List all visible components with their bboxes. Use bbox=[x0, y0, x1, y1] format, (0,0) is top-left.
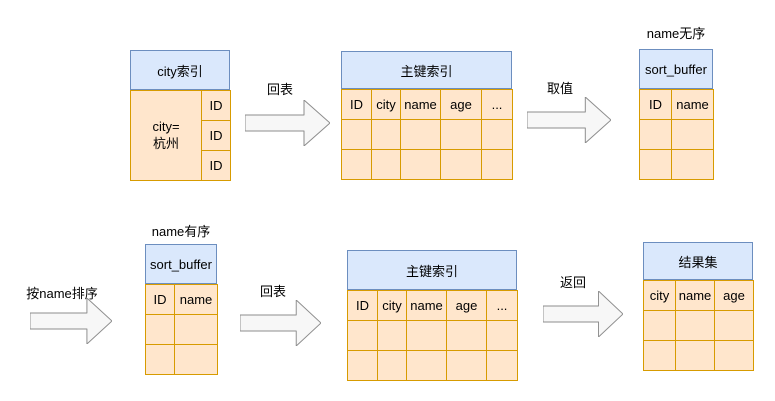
empty-cell bbox=[714, 340, 754, 371]
primary-index-title-bottom: 主键索引 bbox=[347, 250, 517, 290]
empty-cell bbox=[371, 119, 401, 150]
empty-cell bbox=[446, 320, 487, 351]
empty-cell bbox=[643, 340, 676, 371]
sort-buffer-table-bottom: sort_buffer ID name bbox=[145, 244, 218, 375]
empty-cell bbox=[406, 320, 447, 351]
column-header-cell: name bbox=[671, 89, 714, 120]
empty-cell bbox=[400, 119, 441, 150]
city-index-table: city索引 city= 杭州 ID ID ID bbox=[130, 50, 231, 181]
empty-cell bbox=[486, 320, 518, 351]
arrow-sort-by-name bbox=[30, 298, 112, 344]
id-cell: ID bbox=[201, 120, 231, 151]
column-header-cell: age bbox=[446, 290, 487, 321]
empty-cell bbox=[347, 320, 378, 351]
empty-cell bbox=[440, 119, 482, 150]
arrow-sort-by-name-label: 按name排序 bbox=[26, 286, 98, 301]
primary-index-body-bottom: ID city name age ... bbox=[347, 290, 518, 381]
empty-cell bbox=[486, 350, 518, 381]
column-header-cell: city bbox=[643, 280, 676, 311]
arrow-back-to-table-label-bottom: 回表 bbox=[259, 284, 286, 299]
empty-cell bbox=[341, 149, 372, 180]
column-header-cell: city bbox=[377, 290, 407, 321]
column-header-cell: ID bbox=[145, 284, 175, 315]
column-header-cell: age bbox=[714, 280, 754, 311]
arrow-back-to-table-top bbox=[245, 100, 330, 146]
city-index-body: city= 杭州 ID ID ID bbox=[130, 90, 231, 181]
empty-cell bbox=[643, 310, 676, 341]
note-name-ordered: name有序 bbox=[151, 224, 211, 239]
sort-buffer-title-bottom: sort_buffer bbox=[145, 244, 217, 284]
empty-cell bbox=[406, 350, 447, 381]
column-header-cell: name bbox=[675, 280, 715, 311]
result-set-table: 结果集 city name age bbox=[643, 242, 754, 371]
arrow-back-to-table-bottom bbox=[240, 300, 321, 346]
empty-cell bbox=[377, 350, 407, 381]
primary-index-body-top: ID city name age ... bbox=[341, 89, 513, 180]
city-index-title: city索引 bbox=[130, 50, 230, 90]
empty-cell bbox=[341, 119, 372, 150]
primary-index-table-top: 主键索引 ID city name age ... bbox=[341, 51, 513, 180]
column-header-cell: name bbox=[406, 290, 447, 321]
primary-index-table-bottom: 主键索引 ID city name age ... bbox=[347, 250, 518, 381]
column-header-cell: ID bbox=[341, 89, 372, 120]
arrow-back-to-table-label-top: 回表 bbox=[266, 82, 293, 97]
result-set-body: city name age bbox=[643, 280, 754, 371]
id-cell: ID bbox=[201, 150, 231, 181]
empty-cell bbox=[446, 350, 487, 381]
primary-index-title-top: 主键索引 bbox=[341, 51, 512, 89]
sort-buffer-table-top: sort_buffer ID name bbox=[639, 49, 714, 180]
note-name-unordered: name无序 bbox=[646, 26, 706, 41]
empty-cell bbox=[671, 149, 714, 180]
arrow-fetch bbox=[527, 97, 611, 143]
empty-cell bbox=[639, 149, 672, 180]
empty-cell bbox=[714, 310, 754, 341]
empty-cell bbox=[347, 350, 378, 381]
arrow-return-label: 返回 bbox=[559, 275, 586, 290]
arrow-return bbox=[543, 291, 623, 337]
column-header-cell: ... bbox=[486, 290, 518, 321]
empty-cell bbox=[174, 314, 218, 345]
city-key-cell: city= 杭州 bbox=[130, 90, 202, 181]
column-header-cell: name bbox=[400, 89, 441, 120]
column-header-cell: ID bbox=[639, 89, 672, 120]
empty-cell bbox=[675, 340, 715, 371]
arrow-fetch-label: 取值 bbox=[546, 81, 573, 96]
empty-cell bbox=[675, 310, 715, 341]
empty-cell bbox=[145, 344, 175, 375]
empty-cell bbox=[400, 149, 441, 180]
column-header-cell: ... bbox=[481, 89, 513, 120]
empty-cell bbox=[174, 344, 218, 375]
column-header-cell: city bbox=[371, 89, 401, 120]
empty-cell bbox=[671, 119, 714, 150]
empty-cell bbox=[481, 119, 513, 150]
sort-buffer-title-top: sort_buffer bbox=[639, 49, 713, 89]
sort-buffer-body-bottom: ID name bbox=[145, 284, 218, 375]
column-header-cell: age bbox=[440, 89, 482, 120]
sort-buffer-body-top: ID name bbox=[639, 89, 714, 180]
column-header-cell: ID bbox=[347, 290, 378, 321]
empty-cell bbox=[481, 149, 513, 180]
column-header-cell: name bbox=[174, 284, 218, 315]
empty-cell bbox=[371, 149, 401, 180]
empty-cell bbox=[145, 314, 175, 345]
id-cell: ID bbox=[201, 90, 231, 121]
result-set-title: 结果集 bbox=[643, 242, 753, 280]
empty-cell bbox=[639, 119, 672, 150]
empty-cell bbox=[377, 320, 407, 351]
empty-cell bbox=[440, 149, 482, 180]
